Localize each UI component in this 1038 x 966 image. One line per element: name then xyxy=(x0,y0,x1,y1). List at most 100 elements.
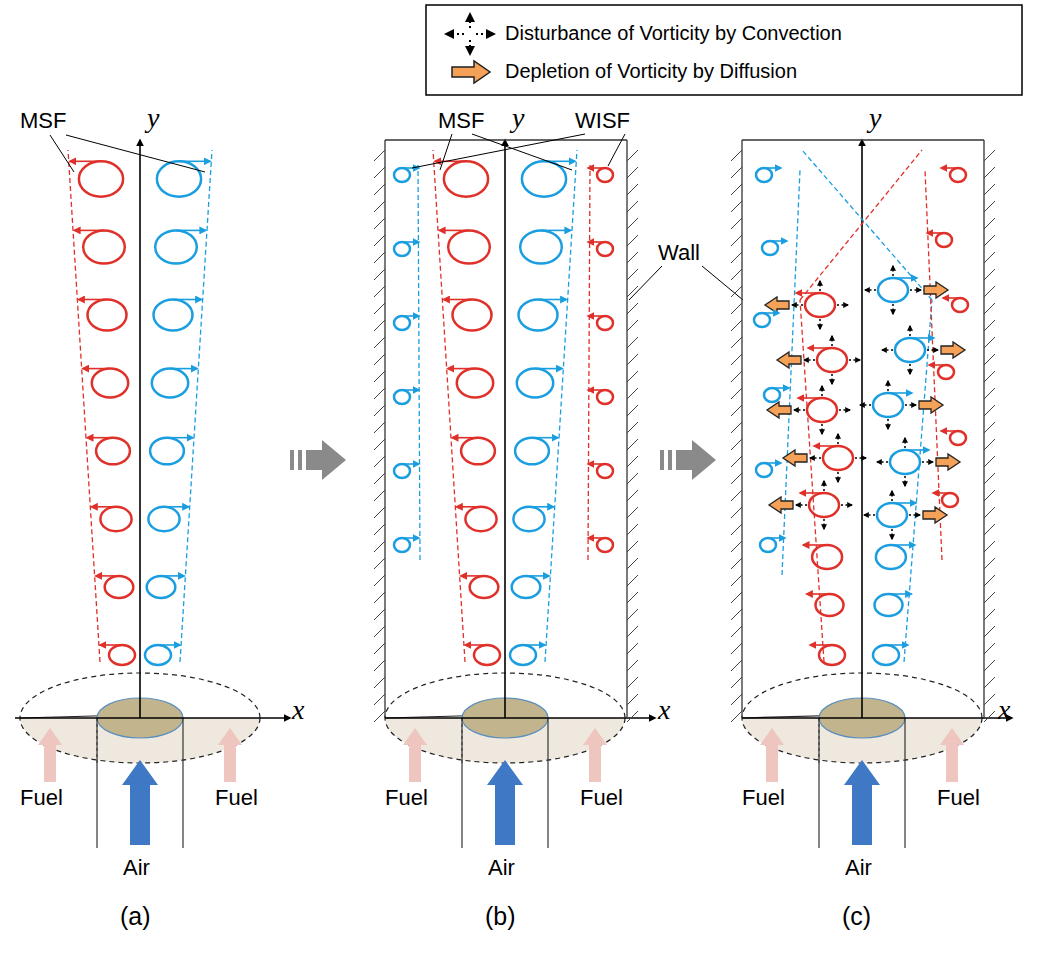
wall-hatch xyxy=(731,371,742,382)
convection-arrow xyxy=(855,457,866,459)
wall xyxy=(626,140,627,718)
wall-hatch xyxy=(731,320,742,331)
vortex-rotation-arrow xyxy=(461,575,484,577)
axis-label: x xyxy=(658,694,670,726)
vortex xyxy=(155,230,197,263)
wall-hatch xyxy=(984,405,995,416)
wall-hatch xyxy=(374,575,385,586)
x-axis xyxy=(15,717,290,719)
air-pipe xyxy=(818,718,819,848)
wall-hatch xyxy=(627,167,638,178)
axis-label: x xyxy=(998,694,1010,726)
vortex xyxy=(515,438,549,465)
vortex-rotation-arrow xyxy=(452,437,478,439)
wall-hatch xyxy=(731,626,742,637)
wall-hatch xyxy=(627,626,638,637)
wall-hatch xyxy=(984,626,995,637)
vortex-rotation-arrow xyxy=(891,544,915,546)
wall-hatch xyxy=(374,541,385,552)
vortex-rotation-arrow xyxy=(541,230,571,232)
wall-hatch xyxy=(984,439,995,450)
fuel-arrow xyxy=(38,728,62,782)
part-label: Fuel xyxy=(937,785,980,810)
axis-label: x xyxy=(292,694,304,726)
vortex xyxy=(873,393,903,417)
vortex xyxy=(876,545,906,569)
vortex-rotation-arrow xyxy=(943,297,960,299)
vortex-rotation-arrow xyxy=(588,167,605,169)
convection-arrow xyxy=(860,404,871,406)
air-arrow xyxy=(844,760,880,845)
convection-arrow xyxy=(864,514,875,516)
wall-hatch xyxy=(374,592,385,603)
wall-hatch xyxy=(627,592,638,603)
vortex-rotation-arrow xyxy=(810,644,832,646)
vortex-rotation-arrow xyxy=(158,644,180,646)
vortex xyxy=(92,369,128,398)
vortex xyxy=(878,278,908,302)
vortex xyxy=(109,645,135,665)
convection-arrow xyxy=(819,281,821,291)
diffusion-arrow xyxy=(923,507,947,523)
vortex-rotation-arrow xyxy=(402,463,419,465)
wall-hatch xyxy=(984,422,995,433)
vortex xyxy=(522,161,566,196)
part-label: Air xyxy=(488,855,515,880)
wall-hatch xyxy=(374,660,385,671)
vortex xyxy=(597,538,613,552)
legend-sample-diffusion xyxy=(452,61,490,83)
vortex xyxy=(83,230,125,263)
diffusion-arrow xyxy=(924,282,948,298)
wall-hatch xyxy=(731,541,742,552)
vortex-rotation-arrow xyxy=(588,389,605,391)
vortex xyxy=(823,446,853,470)
fuel-arrow xyxy=(403,728,427,782)
vortex xyxy=(764,388,780,402)
vortex xyxy=(465,507,496,531)
outlet-line xyxy=(742,139,984,140)
convection-arrow xyxy=(887,381,889,391)
vortex-rotation-arrow xyxy=(905,449,929,451)
wall-hatch xyxy=(731,711,742,722)
wall-hatch xyxy=(731,388,742,399)
legend-sample-convection xyxy=(446,14,494,54)
flame-front-line xyxy=(800,150,922,300)
vortex xyxy=(597,168,613,182)
convection-arrow xyxy=(810,457,821,459)
vortex xyxy=(510,645,536,665)
air-pipe-hidden xyxy=(97,718,98,763)
wall-hatch xyxy=(731,286,742,297)
vortex-rotation-arrow xyxy=(91,506,116,508)
vortex-rotation-arrow xyxy=(927,232,944,234)
wall-hatch xyxy=(731,184,742,195)
air-pipe xyxy=(182,718,183,848)
wall xyxy=(384,140,385,718)
wall-hatch xyxy=(627,490,638,501)
flame-front-line xyxy=(800,300,824,662)
part-label: Fuel xyxy=(742,785,785,810)
wall-hatch xyxy=(731,422,742,433)
wall xyxy=(983,140,984,718)
air-arrow xyxy=(122,760,158,845)
wall-hatch xyxy=(731,354,742,365)
convection-arrow xyxy=(837,472,839,482)
vortex xyxy=(394,316,410,330)
vortex xyxy=(148,507,179,531)
vortex-rotation-arrow xyxy=(910,337,934,339)
wall-hatch xyxy=(731,269,742,280)
wall-hatch xyxy=(984,541,995,552)
vortex xyxy=(597,464,613,478)
axis-label: y xyxy=(147,102,159,134)
part-label: WISF xyxy=(575,108,630,133)
wall-hatch xyxy=(731,558,742,569)
wall-hatch xyxy=(731,337,742,348)
wall-hatch xyxy=(731,252,742,263)
flame-front-line xyxy=(588,165,590,560)
diffusion-arrow xyxy=(919,397,943,413)
vortex-rotation-arrow xyxy=(538,299,567,301)
vortex xyxy=(819,645,845,665)
wall-hatch xyxy=(374,252,385,263)
wall-hatch xyxy=(374,269,385,280)
process-arrow xyxy=(660,440,716,480)
